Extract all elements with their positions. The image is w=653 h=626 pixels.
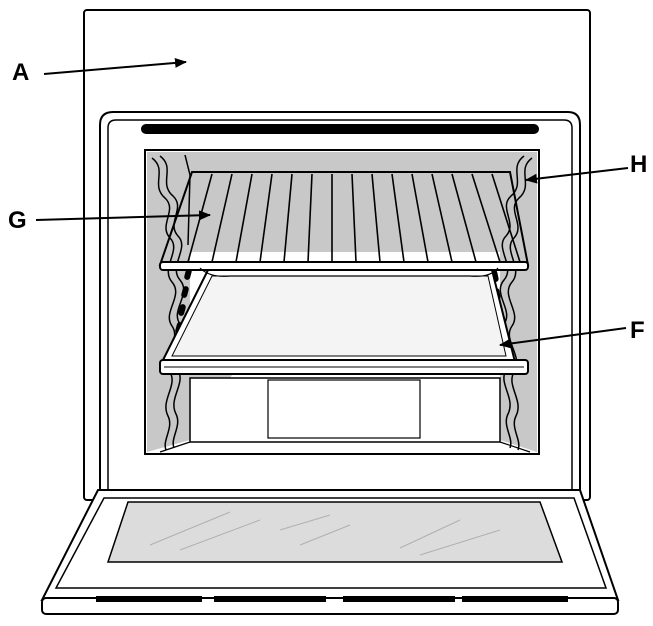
oven-door (40, 489, 620, 615)
arrow-g (35, 210, 211, 221)
arrow-h (525, 167, 629, 184)
callout-a: A (12, 57, 187, 86)
baking-tray (159, 269, 529, 375)
label-f: F (630, 317, 645, 344)
right-side-rack-support (499, 155, 533, 451)
label-h: H (630, 151, 647, 178)
callout-f: F (499, 317, 645, 349)
oven-front-frame (99, 111, 581, 500)
arrow-f (499, 327, 627, 349)
callout-h: H (525, 151, 647, 184)
wire-shelf (158, 171, 530, 277)
label-a: A (12, 59, 29, 86)
label-g: G (8, 207, 27, 234)
callout-g: G (8, 207, 211, 234)
arrow-a (43, 57, 187, 75)
door-glass-window (106, 501, 564, 563)
top-vent-slot (141, 124, 539, 134)
